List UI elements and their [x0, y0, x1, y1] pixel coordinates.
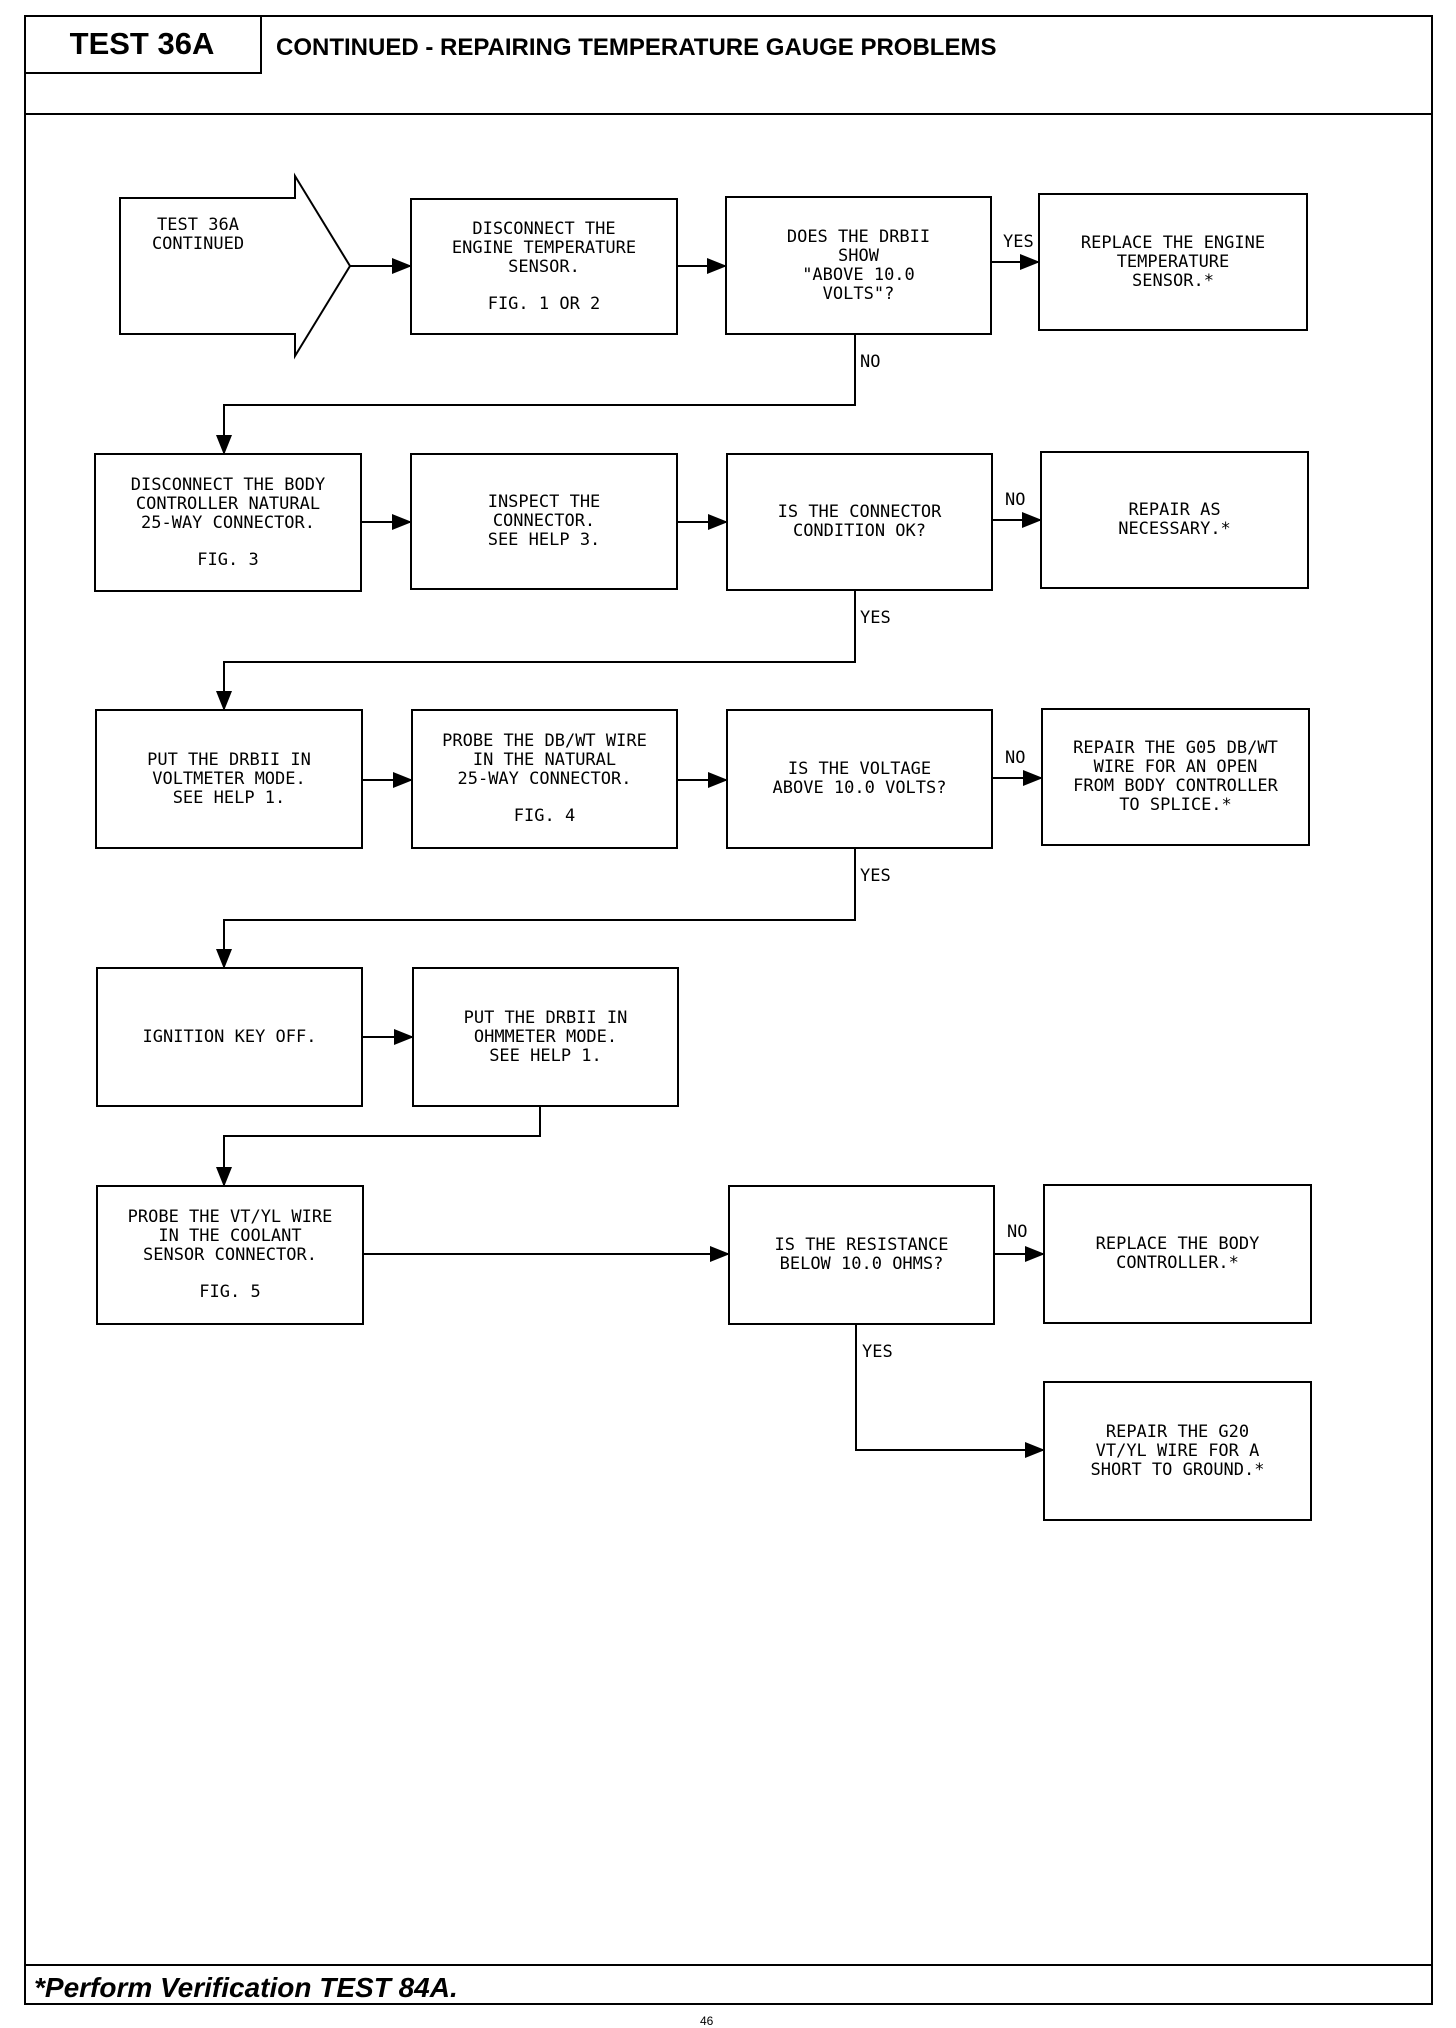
step-probe-vt-yl-wire: PROBE THE VT/YL WIRE IN THE COOLANT SENS… [96, 1185, 364, 1325]
result-text: REPLACE THE ENGINE TEMPERATURE SENSOR.* [1080, 232, 1266, 291]
figure-ref: FIG. 5 [199, 1282, 261, 1302]
result-text: REPAIR THE G05 DB/WT WIRE FOR AN OPEN FR… [1073, 738, 1278, 815]
result-repair-as-necessary: REPAIR AS NECESSARY.* [1040, 451, 1309, 589]
decision-resistance-below-10: IS THE RESISTANCE BELOW 10.0 OHMS? [728, 1185, 995, 1325]
result-replace-temp-sensor: REPLACE THE ENGINE TEMPERATURE SENSOR.* [1038, 193, 1308, 331]
step-text: IGNITION KEY OFF. [142, 1026, 317, 1047]
step-text: DISCONNECT THE BODY CONTROLLER NATURAL 2… [130, 474, 326, 533]
step-ignition-key-off: IGNITION KEY OFF. [96, 967, 363, 1107]
label-no: NO [1005, 490, 1026, 510]
arrow-d1-no [216, 335, 856, 455]
arrow-d2-yes [216, 591, 856, 711]
step-disconnect-temp-sensor: DISCONNECT THE ENGINE TEMPERATURE SENSOR… [410, 198, 678, 335]
label-yes: YES [862, 1342, 893, 1362]
step-text: PROBE THE DB/WT WIRE IN THE NATURAL 25-W… [442, 731, 647, 789]
step-disconnect-body-controller: DISCONNECT THE BODY CONTROLLER NATURAL 2… [94, 453, 362, 592]
decision-text: IS THE CONNECTOR CONDITION OK? [777, 502, 942, 541]
figure-ref: FIG. 3 [197, 549, 259, 570]
step-voltmeter-mode: PUT THE DRBII IN VOLTMETER MODE. SEE HEL… [95, 709, 363, 849]
start-arrow-shape [119, 172, 352, 360]
test-number-badge: TEST 36A [24, 15, 262, 74]
step-inspect-connector: INSPECT THE CONNECTOR. SEE HELP 3. [410, 453, 678, 590]
label-no: NO [860, 352, 881, 372]
decision-connector-ok: IS THE CONNECTOR CONDITION OK? [726, 453, 993, 591]
decision-text: DOES THE DRBII SHOW "ABOVE 10.0 VOLTS"? [786, 226, 931, 304]
footer-note: *Perform Verification TEST 84A. [34, 1972, 458, 2003]
arrow-d3-yes [216, 849, 856, 969]
decision-text: IS THE VOLTAGE ABOVE 10.0 VOLTS? [772, 759, 947, 798]
label-yes: YES [860, 866, 891, 886]
step-text: DISCONNECT THE ENGINE TEMPERATURE SENSOR… [451, 218, 637, 277]
start-label: TEST 36A CONTINUED [151, 215, 245, 254]
result-text: REPAIR AS NECESSARY.* [1118, 500, 1231, 539]
result-replace-body-controller: REPLACE THE BODY CONTROLLER.* [1043, 1184, 1312, 1324]
decision-text: IS THE RESISTANCE BELOW 10.0 OHMS? [774, 1235, 949, 1274]
label-no: NO [1007, 1222, 1028, 1242]
result-text: REPAIR THE G20 VT/YL WIRE FOR A SHORT TO… [1090, 1421, 1265, 1480]
decision-above-10-volts: DOES THE DRBII SHOW "ABOVE 10.0 VOLTS"? [725, 196, 992, 335]
result-text: REPLACE THE BODY CONTROLLER.* [1095, 1234, 1260, 1273]
page-number: 46 [700, 2014, 714, 2028]
label-yes: YES [860, 608, 891, 628]
arrow-s7-to-s8 [216, 1107, 541, 1187]
step-text: PROBE THE VT/YL WIRE IN THE COOLANT SENS… [127, 1207, 333, 1265]
result-repair-g20-wire: REPAIR THE G20 VT/YL WIRE FOR A SHORT TO… [1043, 1381, 1312, 1521]
header-divider [24, 113, 1433, 115]
figure-ref: FIG. 4 [513, 806, 576, 826]
label-yes: YES [1003, 232, 1034, 252]
step-text: INSPECT THE CONNECTOR. SEE HELP 3. [487, 492, 601, 550]
page-frame [24, 15, 1433, 2005]
step-text: PUT THE DRBII IN OHMMETER MODE. SEE HELP… [463, 1007, 628, 1066]
step-probe-db-wt-wire: PROBE THE DB/WT WIRE IN THE NATURAL 25-W… [411, 709, 678, 849]
step-ohmmeter-mode: PUT THE DRBII IN OHMMETER MODE. SEE HELP… [412, 967, 679, 1107]
page-title: CONTINUED - REPAIRING TEMPERATURE GAUGE … [276, 34, 997, 61]
step-text: PUT THE DRBII IN VOLTMETER MODE. SEE HEL… [147, 749, 311, 808]
result-repair-g05-wire: REPAIR THE G05 DB/WT WIRE FOR AN OPEN FR… [1041, 708, 1310, 846]
figure-ref: FIG. 1 OR 2 [487, 293, 601, 314]
label-no: NO [1005, 748, 1026, 768]
decision-voltage-above-10: IS THE VOLTAGE ABOVE 10.0 VOLTS? [726, 709, 993, 849]
footer-divider [24, 1964, 1433, 1966]
arrow-d4-yes [855, 1325, 1045, 1458]
